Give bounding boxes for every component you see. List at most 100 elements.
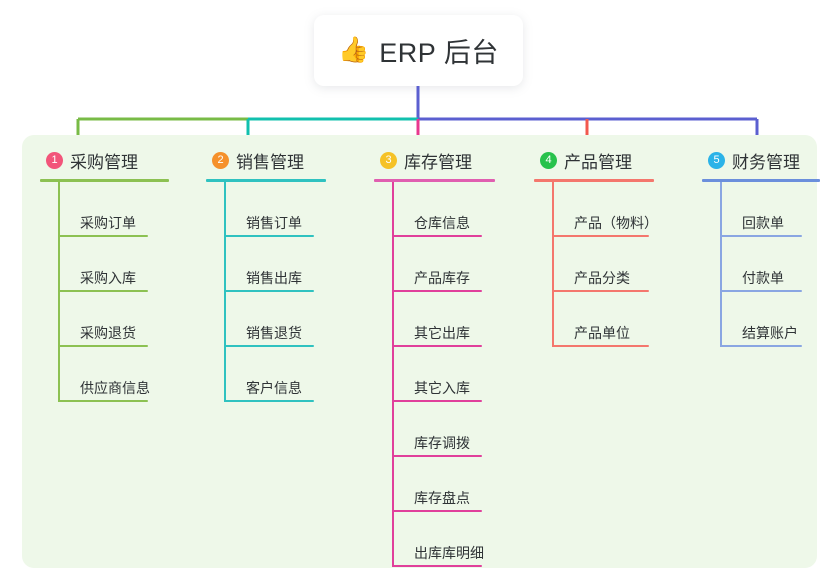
column-1: 1 采购管理采购订单采购入库采购退货供应商信息 [22, 135, 198, 568]
leaf-item[interactable]: 采购退货 [58, 292, 198, 347]
column-header-5[interactable]: 5 财务管理 [702, 148, 817, 172]
leaf-item[interactable]: 产品（物料） [552, 182, 686, 237]
leaf-item[interactable]: 采购入库 [58, 237, 198, 292]
thumbs-up-icon: 👍 [338, 36, 370, 64]
column-4: 4 产品管理产品（物料） 产品分类产品单位 [526, 135, 686, 568]
column-title-1: 采购管理 [70, 152, 138, 172]
column-spine-1 [58, 182, 60, 402]
leaf-item-label: 仓库信息 [414, 215, 470, 231]
column-rule-4 [534, 179, 654, 182]
leaf-item-label: 采购退货 [80, 325, 136, 341]
column-header-4[interactable]: 4 产品管理 [534, 148, 686, 172]
leaf-item-rule [224, 290, 314, 292]
leaf-list-4: 产品（物料） 产品分类产品单位 [552, 182, 686, 347]
leaf-item[interactable]: 库存调拨 [392, 402, 526, 457]
leaf-item[interactable]: 销售退货 [224, 292, 358, 347]
leaf-item-rule [392, 400, 482, 402]
leaf-item[interactable]: 结算账户 [720, 292, 817, 347]
leaf-item[interactable]: 销售出库 [224, 237, 358, 292]
leaf-item-rule [720, 345, 802, 347]
column-badge-2: 2 [212, 151, 229, 169]
leaf-item[interactable]: 客户信息 [224, 347, 358, 402]
leaf-item-label: 采购订单 [80, 215, 136, 231]
leaf-item-label: 其它入库 [414, 380, 470, 396]
column-header-2[interactable]: 2 销售管理 [206, 148, 358, 172]
leaf-item-rule [720, 235, 802, 237]
leaf-item-rule [392, 345, 482, 347]
leaf-item-rule [224, 400, 314, 402]
leaf-item[interactable]: 产品分类 [552, 237, 686, 292]
leaf-item-label: 产品库存 [414, 270, 470, 286]
column-rule-2 [206, 179, 326, 182]
leaf-item-label: 出库库明细 [414, 545, 484, 561]
leaf-item-label: 库存调拨 [414, 435, 470, 451]
leaf-item-label: 其它出库 [414, 325, 470, 341]
leaf-item[interactable]: 其它出库 [392, 292, 526, 347]
column-rule-1 [40, 179, 169, 182]
column-badge-4: 4 [540, 151, 557, 169]
leaf-item[interactable]: 其它入库 [392, 347, 526, 402]
leaf-item-label: 回款单 [742, 215, 784, 231]
column-title-3: 库存管理 [404, 152, 472, 172]
leaf-item-rule [392, 565, 482, 567]
leaf-item-rule [392, 510, 482, 512]
column-badge-3: 3 [380, 151, 397, 169]
column-header-3[interactable]: 3 库存管理 [374, 148, 526, 172]
root-node-title: ERP 后台 [379, 38, 499, 68]
leaf-item[interactable]: 销售订单 [224, 182, 358, 237]
leaf-list-5: 回款单付款单结算账户 [720, 182, 817, 347]
leaf-item-rule [392, 455, 482, 457]
column-badge-1: 1 [46, 151, 63, 169]
column-title-5: 财务管理 [732, 152, 800, 172]
leaf-item-label: 产品分类 [574, 270, 630, 286]
leaf-list-2: 销售订单销售出库销售退货客户信息 [224, 182, 358, 402]
column-spine-2 [224, 182, 226, 402]
leaf-item[interactable]: 产品单位 [552, 292, 686, 347]
column-rule-3 [374, 179, 495, 182]
column-title-2: 销售管理 [236, 152, 304, 172]
root-node-card[interactable]: 👍 ERP 后台 [314, 15, 523, 86]
leaf-item-rule [58, 400, 148, 402]
leaf-list-1: 采购订单采购入库采购退货供应商信息 [58, 182, 198, 402]
leaf-item[interactable]: 采购订单 [58, 182, 198, 237]
leaf-item-rule [58, 290, 148, 292]
leaf-item-label: 采购入库 [80, 270, 136, 286]
column-2: 2 销售管理销售订单销售出库销售退货客户信息 [198, 135, 358, 568]
leaf-item[interactable]: 供应商信息 [58, 347, 198, 402]
leaf-item-rule [224, 235, 314, 237]
leaf-item[interactable]: 出库库明细 [392, 512, 526, 567]
leaf-item-label: 库存盘点 [414, 490, 470, 506]
leaf-item-rule [720, 290, 802, 292]
column-title-4: 产品管理 [564, 152, 632, 172]
column-spine-3 [392, 182, 394, 567]
leaf-item-rule [224, 345, 314, 347]
column-header-1[interactable]: 1 采购管理 [40, 148, 198, 172]
leaf-item[interactable]: 产品库存 [392, 237, 526, 292]
leaf-item-rule [392, 290, 482, 292]
leaf-item-label: 付款单 [742, 270, 784, 286]
leaf-item-rule [58, 345, 148, 347]
leaf-item[interactable]: 付款单 [720, 237, 817, 292]
leaf-item-label: 销售退货 [246, 325, 302, 341]
leaf-item-label: 产品（物料） [574, 215, 658, 231]
leaf-item[interactable]: 库存盘点 [392, 457, 526, 512]
leaf-item-label: 结算账户 [742, 325, 798, 341]
column-3: 3 库存管理仓库信息产品库存其它出库其它入库库存调拨库存盘点出库库明细 [358, 135, 526, 568]
column-rule-5 [702, 179, 820, 182]
leaf-item-rule [552, 235, 649, 237]
leaf-list-3: 仓库信息产品库存其它出库其它入库库存调拨库存盘点出库库明细 [392, 182, 526, 567]
column-spine-4 [552, 182, 554, 347]
column-5: 5 财务管理回款单付款单结算账户 [686, 135, 820, 568]
leaf-item-label: 销售出库 [246, 270, 302, 286]
leaf-item-label: 客户信息 [246, 380, 302, 396]
column-container: 1 采购管理采购订单采购入库采购退货供应商信息 2 销售管理销售订单销售出库销售退货客… [22, 135, 820, 568]
leaf-item-label: 供应商信息 [80, 380, 150, 396]
diagram-panel [22, 135, 817, 568]
leaf-item-rule [392, 235, 482, 237]
leaf-item-rule [58, 235, 148, 237]
leaf-item-rule [552, 345, 649, 347]
leaf-item[interactable]: 回款单 [720, 182, 817, 237]
leaf-item[interactable]: 仓库信息 [392, 182, 526, 237]
column-badge-5: 5 [708, 151, 725, 169]
leaf-item-label: 产品单位 [574, 325, 630, 341]
